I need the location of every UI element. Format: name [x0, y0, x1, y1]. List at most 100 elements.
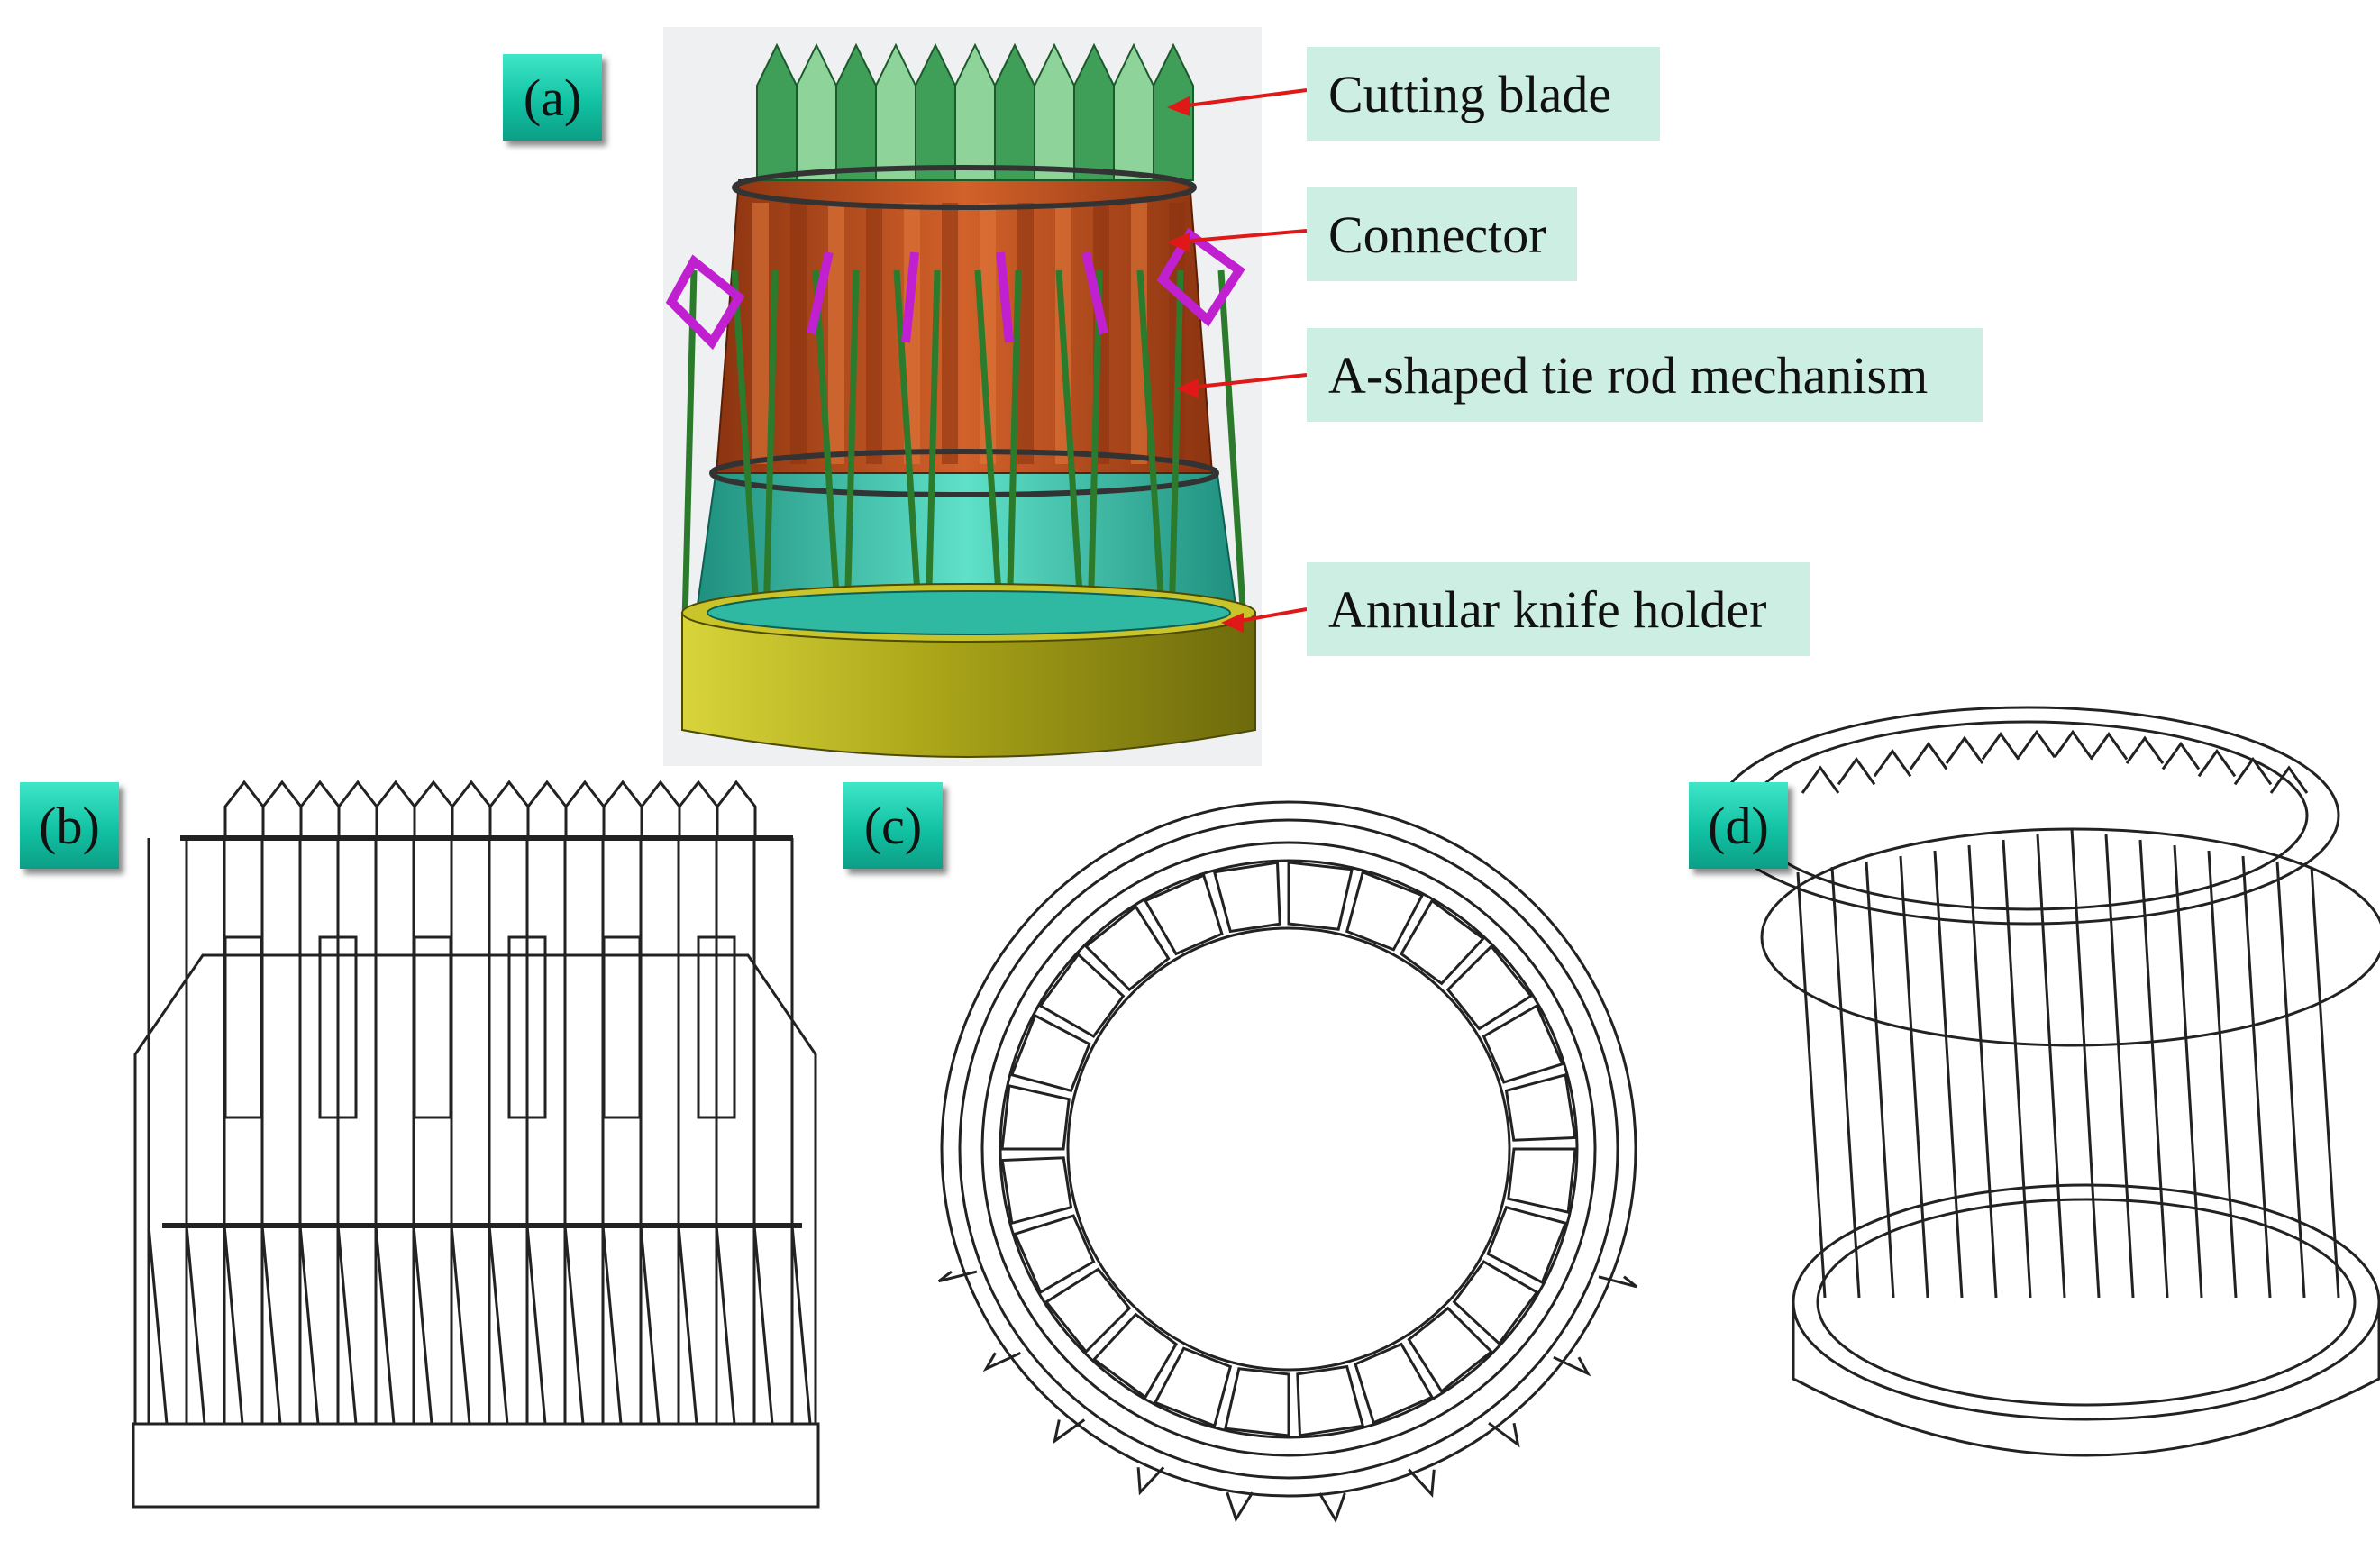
wire-connector-frame [413, 935, 452, 1119]
tie-rod [812, 269, 842, 623]
iso-slat [2138, 839, 2169, 1299]
panel-a-tag: (a) [503, 54, 602, 141]
tie-rod [762, 269, 779, 623]
ring-foot [1598, 1275, 1637, 1289]
wire-blade [299, 780, 341, 838]
blade-panel [866, 203, 882, 464]
panel-a-3d-model [665, 42, 1256, 758]
ring-segment [1400, 898, 1486, 986]
cutting-blade [1113, 42, 1154, 181]
wire-blade [678, 780, 719, 838]
tie-rod [974, 269, 1004, 623]
iso-tooth [1837, 756, 1876, 786]
ring-segment [1452, 1260, 1539, 1346]
ring-segment [1013, 1214, 1096, 1295]
iso-slat [1967, 844, 1998, 1299]
wire-diagonal [488, 1225, 509, 1425]
middle-ring [709, 449, 1219, 497]
ring-foot [1408, 1468, 1436, 1498]
wire-diagonal [752, 1225, 774, 1425]
blade-panel [1131, 203, 1147, 464]
ring-segment [1143, 873, 1224, 956]
panel-c-bottom-view [937, 800, 1637, 1524]
callout-arrows [1167, 88, 1308, 634]
wire-blade [261, 780, 303, 838]
cutting-blade [954, 42, 996, 181]
ring-foot [1488, 1421, 1520, 1448]
panel-b-front-view [132, 780, 820, 1509]
tie-rod [925, 269, 941, 623]
iso-slat [2275, 861, 2306, 1299]
ring-segment [1223, 1367, 1290, 1437]
iso-tooth [2125, 735, 2165, 764]
wire-connector-frame [223, 935, 263, 1119]
tie-rod [1168, 269, 1184, 623]
cutting-blade [915, 42, 956, 181]
wire-diagonal [260, 1225, 282, 1425]
iso-tooth [2053, 729, 2093, 759]
ring-segment [1083, 904, 1171, 992]
iso-tooth [1873, 748, 1912, 778]
iso-slat [1865, 861, 1895, 1299]
iso-slat [1796, 871, 1827, 1299]
iso-slat [1830, 866, 1861, 1299]
ring-segment [1000, 1156, 1073, 1226]
wire-diagonal [563, 1225, 585, 1425]
wire-connector-frame [697, 935, 736, 1119]
wire-diagonal [223, 1225, 244, 1425]
iso-slat [2036, 834, 2066, 1299]
ring-segment [1038, 952, 1126, 1038]
ring-foot [1136, 1466, 1165, 1496]
iso-tooth [1981, 732, 2020, 761]
blade-panel [752, 203, 769, 464]
blade-panel [828, 203, 844, 464]
holder-inner [707, 590, 1231, 635]
wire-blade [223, 780, 265, 838]
cutting-blade [1034, 42, 1075, 181]
wire-connector-frame [507, 935, 547, 1119]
ring-segment [1345, 870, 1425, 952]
annular-knife-holder [681, 612, 1256, 758]
ring-foot [1053, 1418, 1086, 1445]
wire-diagonal [677, 1225, 698, 1425]
wire-connector-frame [318, 935, 358, 1119]
callout-connector: Connector [1307, 187, 1577, 281]
ring-foot [1226, 1491, 1254, 1523]
iso-tooth [2161, 741, 2201, 770]
cutting-blades-top [756, 42, 1194, 181]
wire-diagonal [525, 1225, 547, 1425]
tie-rod [843, 269, 860, 623]
wire-blade [716, 780, 757, 838]
iso-tooth [1909, 741, 1948, 770]
ring-foot [982, 1351, 1022, 1372]
cutting-blade [835, 42, 877, 181]
iso-tooth [2197, 748, 2237, 778]
iso-tooth [1945, 735, 1984, 764]
wire-blade [564, 780, 606, 838]
wire-connector-frame [602, 935, 642, 1119]
blade-panel [942, 203, 958, 464]
ring-segment [1287, 861, 1354, 931]
ring-segment [1044, 1267, 1132, 1354]
wire-blade [526, 780, 568, 838]
ring-segment [1507, 1147, 1577, 1215]
iso-slat [1899, 855, 1929, 1299]
tie-rod [1006, 269, 1022, 623]
iso-slat [2241, 855, 2272, 1299]
ring-segment [1486, 1205, 1568, 1285]
iso-tooth [2017, 729, 2056, 759]
ring-foot [1318, 1492, 1346, 1524]
wire-diagonal [412, 1225, 433, 1425]
wire-diagonal [374, 1225, 396, 1425]
wire-diagonal [298, 1225, 320, 1425]
wire-diagonal [639, 1225, 661, 1425]
tie-rod [1136, 269, 1166, 623]
panel-d-tag: (d) [1689, 782, 1788, 869]
ring-segment [1354, 1342, 1435, 1425]
connector-linkages [665, 227, 1245, 351]
ring-segment [1445, 944, 1534, 1031]
wire-diagonal [185, 1225, 206, 1425]
blade-panel [1017, 203, 1034, 464]
ring-segment [1153, 1346, 1233, 1428]
